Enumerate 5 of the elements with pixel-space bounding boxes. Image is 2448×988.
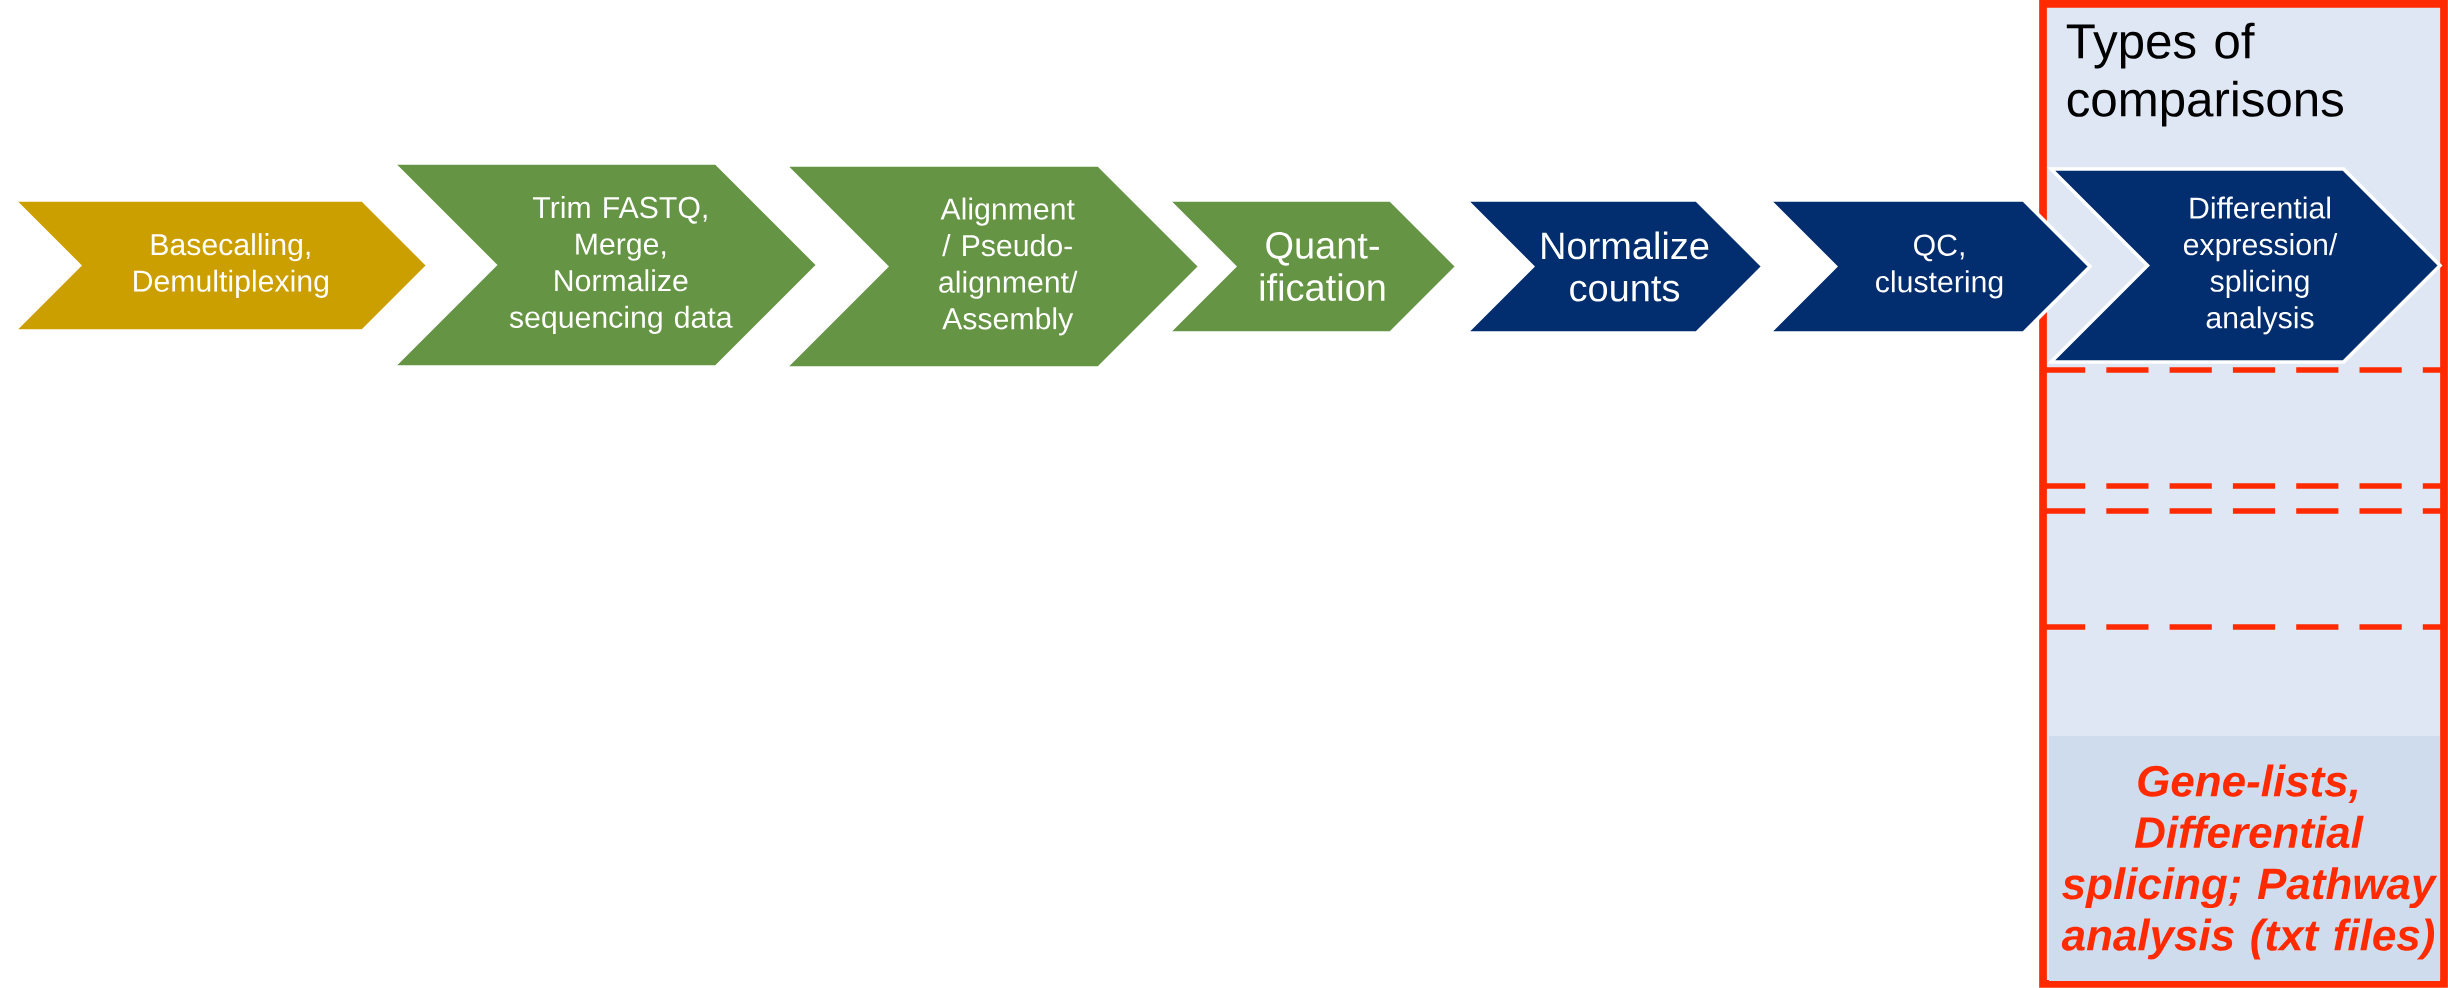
dashed-band	[2043, 367, 2444, 489]
result-box: Gene-lists, Differential splicing; Pathway analysis (txt files)	[2049, 736, 2440, 981]
chevron-step: Differential expression/ splicing analysis	[2046, 167, 2443, 364]
dashed-band	[2043, 508, 2444, 630]
chevron-step: Normalize counts	[1461, 198, 1766, 335]
